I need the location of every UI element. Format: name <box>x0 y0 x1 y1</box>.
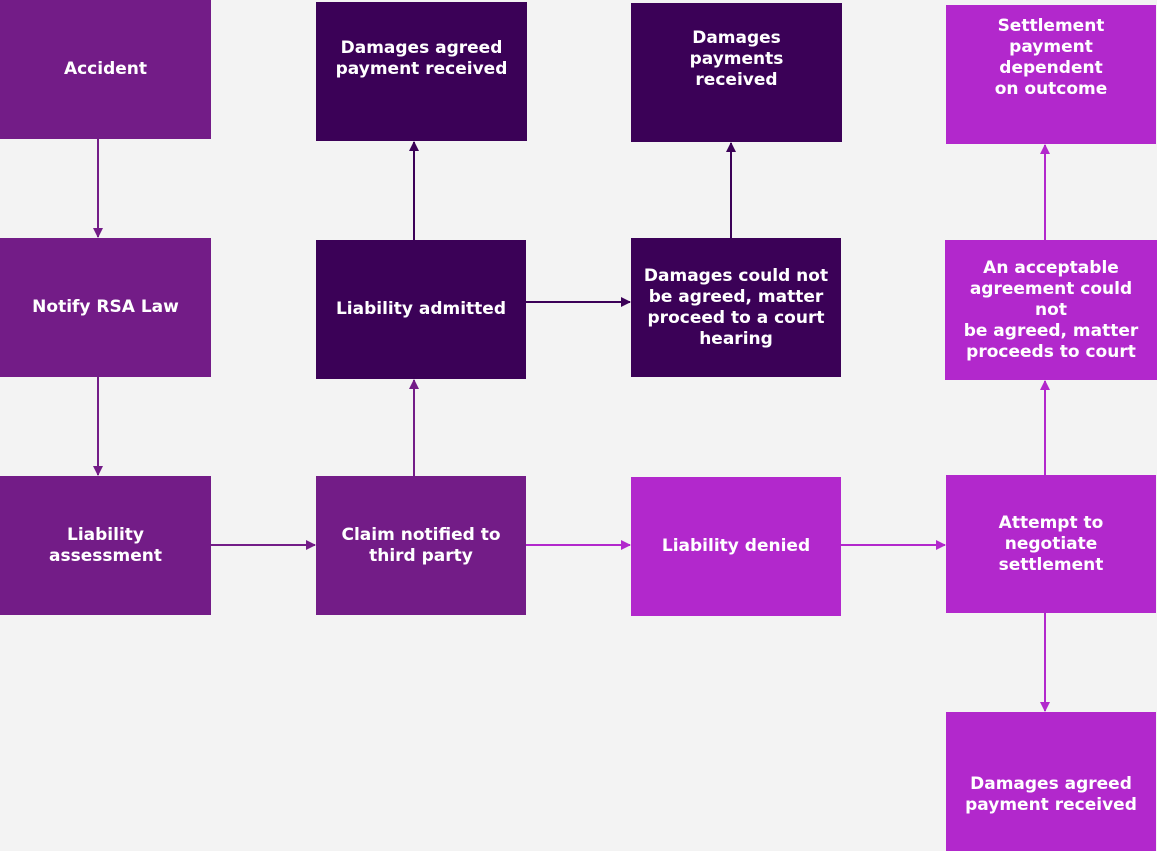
node-damages-not-agreed: Damages could not be agreed, matter proc… <box>631 238 841 377</box>
node-damages-payments-received: Damages payments received <box>631 3 842 142</box>
node-notify-rsa-law: Notify RSA Law <box>0 238 211 377</box>
node-acceptable-agreement-not-reached: An acceptable agreement could not be agr… <box>945 240 1157 380</box>
node-liability-denied: Liability denied <box>631 477 841 616</box>
node-claim-notified: Claim notified to third party <box>316 476 526 615</box>
node-damages-agreed-payment-bottom: Damages agreed payment received <box>946 712 1156 851</box>
node-liability-assessment: Liability assessment <box>0 476 211 615</box>
node-negotiate-settlement: Attempt to negotiate settlement <box>946 475 1156 613</box>
node-liability-admitted: Liability admitted <box>316 240 526 379</box>
node-damages-agreed-payment-top: Damages agreed payment received <box>316 2 527 141</box>
node-settlement-payment: Settlement payment dependent on outcome <box>946 5 1156 144</box>
node-accident: Accident <box>0 0 211 139</box>
